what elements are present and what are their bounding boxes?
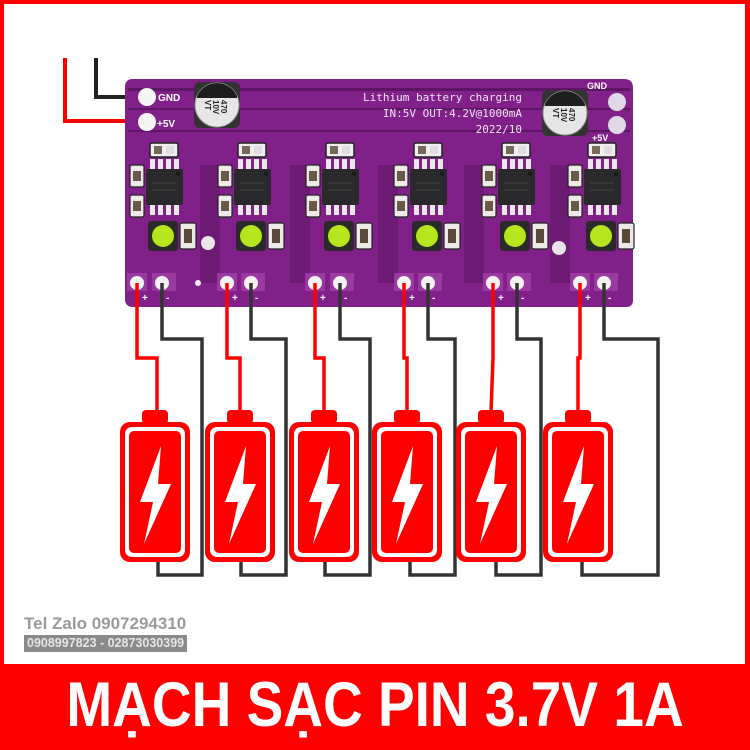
5v-label-right: +5V — [592, 133, 608, 143]
svg-text:+: + — [142, 293, 148, 304]
svg-text:+: + — [232, 293, 238, 304]
silkscreen-title: Lithium battery charging — [363, 91, 522, 104]
svg-text:-: - — [166, 293, 169, 304]
pcb-board: GND +5V GND +5V 470 10V VT — [125, 79, 635, 307]
svg-text:-: - — [255, 293, 258, 304]
svg-text:+: + — [498, 293, 504, 304]
battery-charging-icon — [543, 410, 613, 562]
5v-label-left: +5V — [157, 119, 175, 130]
frame-border-top — [0, 0, 750, 4]
svg-text:10V: 10V — [211, 100, 220, 115]
svg-text:VT: VT — [551, 108, 560, 118]
gnd-label-left: GND — [158, 93, 180, 104]
frame-border-right — [745, 0, 750, 750]
positive-wires — [135, 283, 582, 413]
capacitor-left: 470 10V VT — [194, 82, 240, 128]
silkscreen-spec: IN:5V OUT:4.2V@1000mA — [383, 107, 522, 120]
svg-text:470: 470 — [567, 108, 576, 122]
tel-zalo: Tel Zalo 0907294310 — [24, 614, 187, 633]
negative-wires — [156, 283, 660, 577]
svg-text:-: - — [521, 293, 524, 304]
title-banner: MẠCH SẠC PIN 3.7V 1A — [0, 664, 750, 750]
svg-text:VT: VT — [203, 100, 212, 110]
svg-text:10V: 10V — [559, 108, 568, 123]
svg-text:-: - — [344, 293, 347, 304]
svg-text:-: - — [432, 293, 435, 304]
svg-text:+: + — [585, 293, 591, 304]
svg-text:-: - — [608, 293, 611, 304]
phone-numbers: 0908997823 - 02873030399 — [24, 635, 188, 652]
contact-info: Tel Zalo 0907294310 0908997823 - 0287303… — [24, 614, 188, 652]
battery-charging-icon — [289, 410, 359, 562]
capacitor-right: 470 10V VT — [542, 90, 588, 136]
product-title: MẠCH SẠC PIN 3.7V 1A — [66, 668, 684, 740]
battery-charging-icon — [205, 410, 275, 562]
battery-charging-icon — [456, 410, 526, 562]
battery-charging-icon — [372, 410, 442, 562]
svg-text:+: + — [409, 293, 415, 304]
svg-text:470: 470 — [219, 100, 228, 114]
gnd-label-right: GND — [587, 81, 608, 91]
silkscreen-date: 2022/10 — [476, 123, 522, 136]
batteries — [120, 410, 613, 562]
battery-charging-icon — [120, 410, 190, 562]
frame-border-left — [0, 0, 4, 750]
svg-text:+: + — [320, 293, 326, 304]
